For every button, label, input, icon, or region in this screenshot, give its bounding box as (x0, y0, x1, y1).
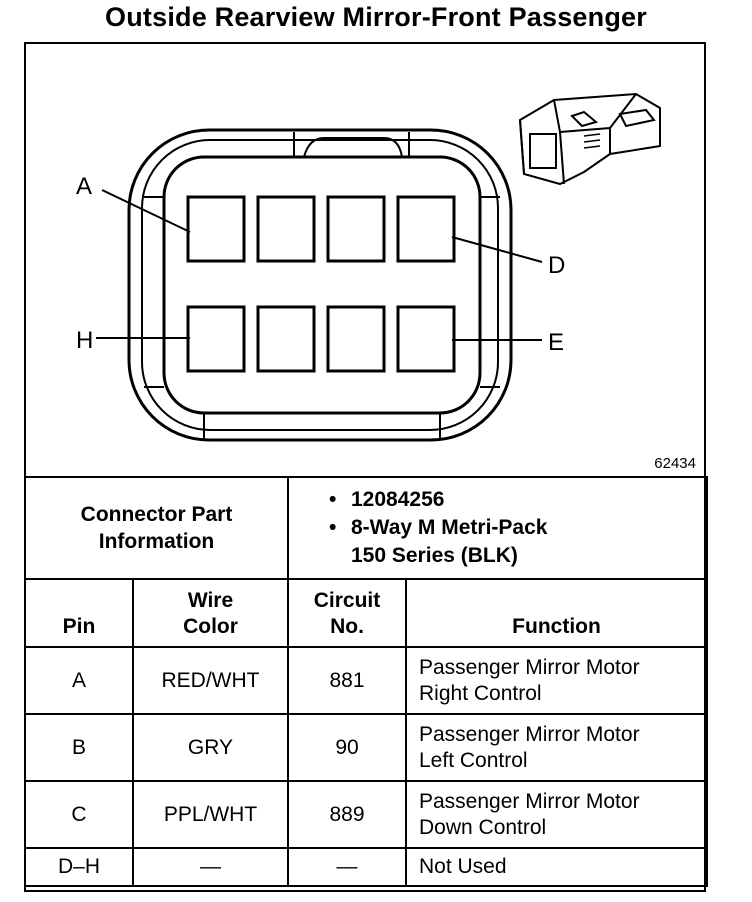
connector-part-label-line1: Connector Part (80, 503, 233, 526)
connector-series-item: 150 Series (BLK) (329, 542, 706, 570)
connector-part-label-line2: Information (98, 530, 215, 553)
cell-pin: C (24, 780, 134, 849)
cavity-g (256, 305, 316, 373)
cell-pin: A (24, 646, 134, 715)
table-header-row: Pin Wire Color Circuit No. Function (24, 578, 709, 648)
table-row: B GRY 90 Passenger Mirror Motor Left Con… (24, 713, 709, 782)
part-number: 12084256 (351, 488, 445, 511)
connector-part-label: Connector Part Information (24, 476, 289, 580)
connector-part-values: •12084256 •8-Way M Metri-Pack 150 Series… (286, 476, 709, 580)
cavity-f (326, 305, 386, 373)
table-row: C PPL/WHT 889 Passenger Mirror Motor Dow… (24, 780, 709, 849)
cell-circuit: 90 (287, 713, 407, 782)
cell-pin: D–H (24, 847, 134, 887)
cavity-h (186, 305, 246, 373)
connector-type-item: •8-Way M Metri-Pack (329, 516, 548, 539)
pin-label-e: E (548, 329, 564, 356)
table-row: D–H — — Not Used (24, 847, 709, 887)
cavity-a (186, 195, 246, 263)
table-row: A RED/WHT 881 Passenger Mirror Motor Rig… (24, 646, 709, 715)
header-pin: Pin (24, 578, 134, 648)
connector-series: 150 Series (BLK) (351, 544, 518, 567)
header-circuit-no: Circuit No. (287, 578, 407, 648)
figure-number: 62434 (654, 455, 696, 472)
header-function: Function (404, 578, 709, 648)
connector-perspective-icon (518, 92, 661, 186)
pin-label-d: D (548, 252, 565, 279)
cavity-d (396, 195, 456, 263)
cavity-e (396, 305, 456, 373)
connector-info-table: Connector Part Information •12084256 •8-… (24, 476, 709, 887)
pin-label-a: A (76, 173, 92, 200)
pin-label-h: H (76, 327, 93, 354)
connector-type: 8-Way M Metri-Pack (351, 516, 548, 539)
diagram-frame (24, 42, 706, 892)
cell-circuit: 889 (287, 780, 407, 849)
connector-cavities (186, 195, 456, 373)
header-wire-color: Wire Color (132, 578, 289, 648)
cell-circuit: — (287, 847, 407, 887)
cell-function: Passenger Mirror Motor Left Control (404, 713, 709, 782)
leader-lines (96, 189, 543, 341)
connector-diagram: A D H E (76, 92, 661, 442)
cell-function: Passenger Mirror Motor Down Control (404, 780, 709, 849)
cell-wire-color: PPL/WHT (132, 780, 289, 849)
cell-function: Passenger Mirror Motor Right Control (404, 646, 709, 715)
cavity-c (326, 195, 386, 263)
connector-part-row: Connector Part Information •12084256 •8-… (24, 476, 709, 580)
cell-pin: B (24, 713, 134, 782)
cell-circuit: 881 (287, 646, 407, 715)
cell-wire-color: GRY (132, 713, 289, 782)
cavity-b (256, 195, 316, 263)
cell-wire-color: — (132, 847, 289, 887)
connector-housing (127, 128, 513, 442)
cell-function: Not Used (404, 847, 709, 887)
page-title: Outside Rearview Mirror-Front Passenger (105, 2, 647, 32)
cell-wire-color: RED/WHT (132, 646, 289, 715)
part-number-item: •12084256 (329, 488, 445, 511)
